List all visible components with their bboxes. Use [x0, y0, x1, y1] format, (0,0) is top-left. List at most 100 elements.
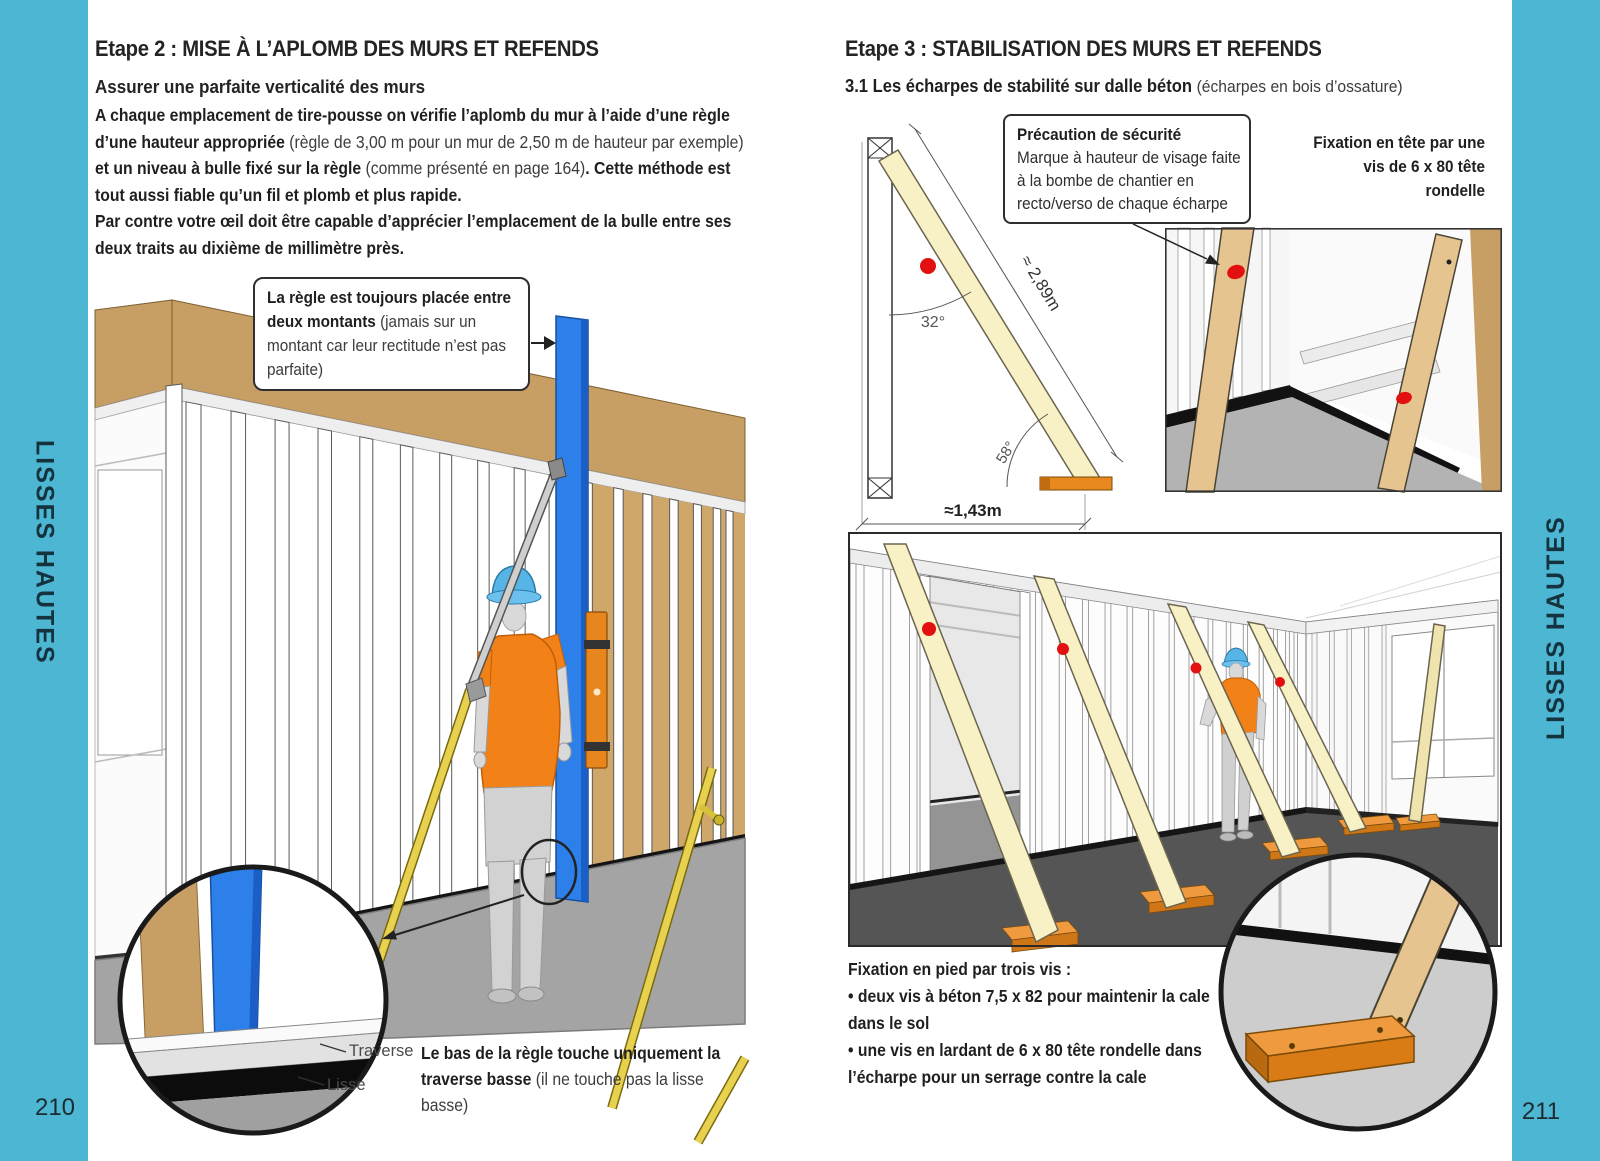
right-sidebar-label: LISSES HAUTES	[1541, 515, 1570, 740]
fixation-pied-line3: • une vis en lardant de 6 x 80 tête rond…	[848, 1040, 1202, 1087]
scene-worker	[1199, 647, 1267, 842]
cale-block	[1039, 476, 1113, 491]
stud	[642, 492, 653, 859]
stud	[855, 549, 865, 888]
subtitle-regular: (écharpes en bois d’ossature)	[1196, 77, 1403, 96]
fixation-tete-label: Fixation en tête par une vis de 6 x 80 t…	[1313, 133, 1485, 200]
caption-bold-text: Le bas de la règle touche uniquement la …	[421, 1043, 721, 1089]
wall-stud	[867, 137, 893, 499]
fixation-pied-line1: Fixation en pied par trois vis :	[848, 959, 1072, 979]
stud	[613, 487, 624, 865]
scene-right-wall	[1305, 599, 1499, 827]
angle-top-label: 32°	[921, 314, 945, 331]
fixation-pied-block: Fixation en pied par trois vis : • deux …	[848, 956, 1222, 1091]
left-page-paragraphs: A chaque emplacement de tire-pousse on v…	[95, 102, 747, 261]
main-wall	[165, 299, 746, 958]
stud	[439, 452, 453, 900]
fixation-pied-line2: • deux vis à béton 7,5 x 82 pour mainten…	[848, 986, 1210, 1033]
right-page-title: Etape 3 : STABILISATION DES MURS ET REFE…	[845, 36, 1322, 61]
detail-indicator-circle	[520, 838, 578, 906]
stud	[185, 401, 202, 950]
safety-box-text: Marque à hauteur de visage faite à la bo…	[1017, 148, 1241, 213]
red-safety-mark	[922, 622, 936, 636]
traverse-board	[120, 1017, 386, 1055]
stud	[1311, 620, 1318, 814]
regle-callout-box: La règle est toujours placée entre deux …	[253, 277, 530, 391]
inset-osb-strip	[1470, 228, 1502, 492]
page-number-right: 211	[1521, 1098, 1561, 1125]
stud	[359, 436, 374, 916]
level-strap	[584, 742, 610, 751]
level-strap	[584, 640, 610, 649]
stud	[725, 509, 734, 843]
stud	[669, 498, 679, 854]
paragraph-segment: A chaque emplacement de tire-pousse on v…	[95, 105, 730, 152]
lisse-gap	[120, 1057, 386, 1106]
red-safety-mark	[1275, 677, 1285, 687]
traverse-label: Traverse	[349, 1042, 414, 1060]
window-opening	[97, 469, 163, 756]
foot-fixation-inset	[1218, 852, 1498, 1132]
caption-regular-text: (il ne touche pas la lisse basse)	[421, 1069, 704, 1115]
left-sidebar: LISSES HAUTES	[0, 0, 88, 1161]
red-safety-mark	[1227, 264, 1245, 280]
brace-angle-diagram: ≈ 2,89m 32° 58° ≈1,43m	[855, 123, 1124, 531]
red-safety-mark	[1057, 643, 1069, 655]
paragraph-2: Par contre votre œil doit être capable d…	[95, 211, 732, 258]
callout-regular-text: (jamais sur un montant car leur rectitud…	[267, 312, 506, 379]
stud	[1381, 612, 1387, 819]
red-safety-mark	[1396, 391, 1412, 405]
page-number-left: 210	[34, 1094, 76, 1121]
left-page-subtitle: Assurer une parfaite verticalité des mur…	[95, 76, 426, 97]
stud	[1081, 585, 1089, 850]
traverse-leader-line	[319, 1043, 347, 1053]
stud	[1346, 616, 1352, 816]
right-sidebar: LISSES HAUTES	[1512, 0, 1600, 1161]
screw-head	[1446, 259, 1452, 265]
screw-head	[1289, 1043, 1295, 1049]
angle-bottom-label: 58°	[993, 438, 1019, 466]
callout-arrow-icon	[531, 336, 556, 350]
right-page-subtitle: 3.1 Les écharpes de stabilité sur dalle …	[845, 76, 1403, 97]
paragraph-segment: et un niveau à bulle fixé sur la règle	[95, 158, 366, 178]
corner-stud	[165, 383, 183, 958]
left-sidebar-label: LISSES HAUTES	[30, 440, 59, 665]
head-fixation-inset	[1165, 227, 1503, 493]
red-safety-mark	[1190, 662, 1202, 674]
floor-length-label: ≈1,43m	[944, 501, 1002, 520]
paragraph-segment: (comme présenté en page 164)	[365, 158, 586, 178]
stud	[1148, 596, 1155, 839]
detail-circle-inset	[117, 864, 389, 1136]
lisse-leader-line	[297, 1076, 325, 1086]
angle-arc-top	[888, 291, 972, 316]
lisse-label: Lisse	[327, 1076, 366, 1094]
stud	[399, 444, 414, 908]
stud	[1285, 618, 1290, 816]
plumbing-wall-illustration	[94, 299, 750, 1145]
stud	[882, 553, 892, 883]
stud	[712, 507, 722, 845]
worker-pants	[483, 785, 553, 867]
red-safety-mark	[920, 258, 936, 274]
inset-cale-block	[1244, 1015, 1416, 1084]
screw-head	[1377, 1027, 1383, 1033]
stud	[1168, 599, 1175, 835]
stud	[1364, 614, 1370, 818]
stud	[274, 419, 290, 933]
stud	[1035, 578, 1043, 858]
left-page-caption: Le bas de la règle touche uniquement la …	[421, 1040, 749, 1118]
stud	[317, 427, 333, 924]
detail-arrow	[382, 894, 525, 940]
angle-arc-bottom	[1006, 413, 1049, 488]
callout-bold-text: La règle est toujours placée entre deux …	[267, 288, 512, 331]
safety-callout-box: Précaution de sécurité Marque à hauteur …	[1003, 114, 1251, 224]
safety-box-title: Précaution de sécurité	[1017, 125, 1182, 144]
inset-slab	[1165, 397, 1502, 492]
paragraph-segment: (règle de 3,00 m pour un mur de 2,50 m d…	[289, 131, 744, 152]
subtitle-bold: 3.1 Les écharpes de stabilité sur dalle …	[845, 76, 1197, 96]
safety-leader-arrow	[1132, 223, 1220, 265]
left-wall	[94, 299, 173, 959]
floor-dimension	[855, 517, 1092, 531]
stud	[230, 410, 247, 941]
